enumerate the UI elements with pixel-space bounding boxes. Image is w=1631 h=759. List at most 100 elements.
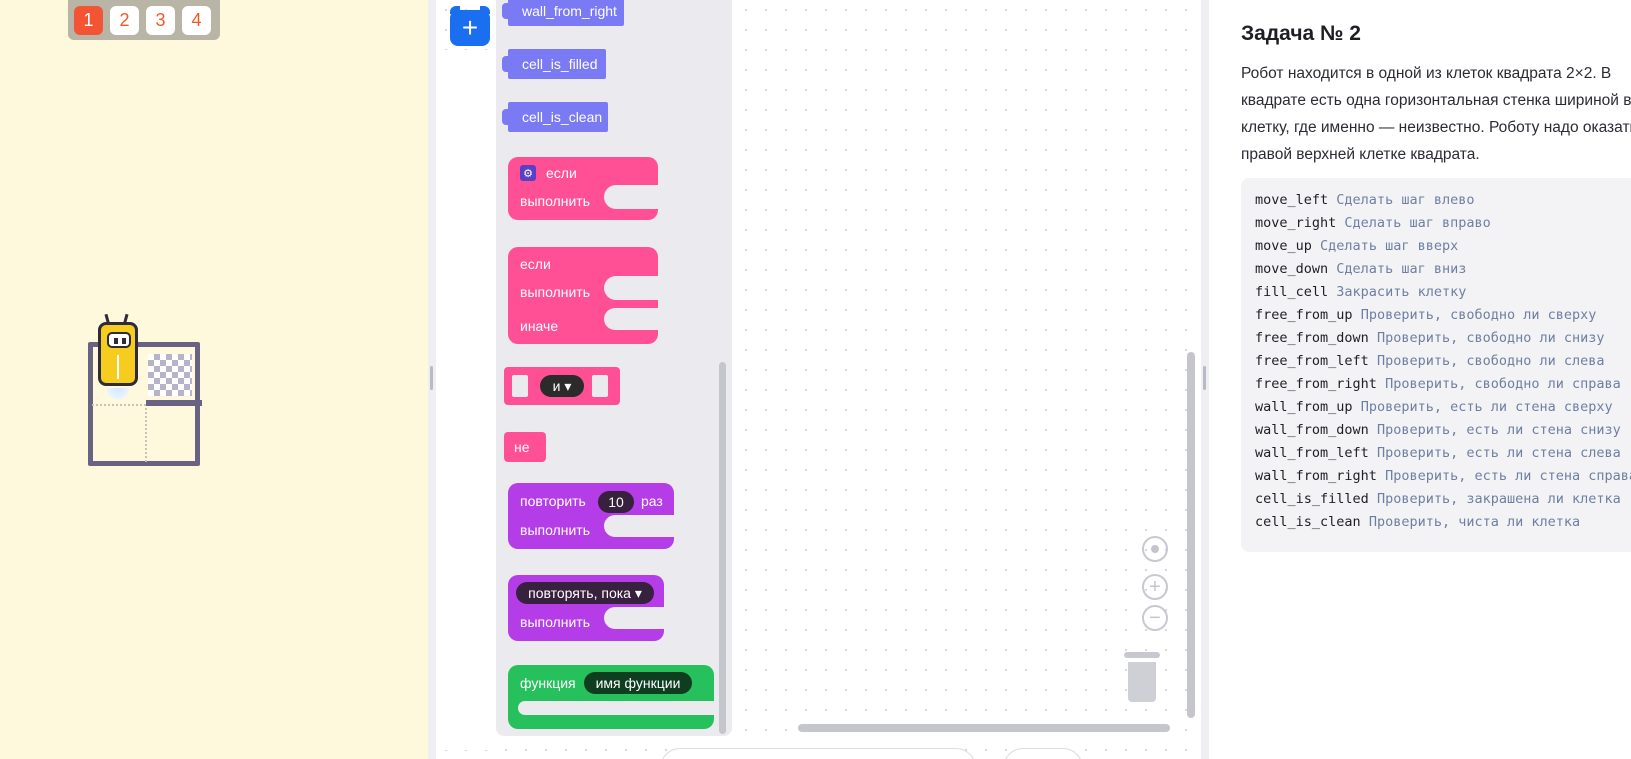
trash-icon[interactable] — [1124, 652, 1160, 702]
command-row: cell_is_clean Проверить, чиста ли клетка — [1255, 514, 1631, 537]
command-row: move_left Сделать шаг влево — [1255, 192, 1631, 215]
input-slot-left — [512, 375, 528, 397]
flyout-scrollbar[interactable] — [719, 362, 726, 734]
command-row: move_right Сделать шаг вправо — [1255, 215, 1631, 238]
command-hint: Проверить, свободно ли сверху — [1360, 307, 1597, 323]
function-name-input[interactable]: имя функции — [584, 672, 692, 694]
category-strip — [436, 50, 496, 750]
statement-slot — [604, 276, 660, 300]
statement-slot — [604, 185, 660, 209]
block-if-else[interactable]: если выполнить иначе — [508, 247, 660, 344]
statement-slot — [604, 515, 674, 537]
zoom-out-icon[interactable]: − — [1142, 605, 1168, 631]
while-label: повторять, пока ▾ — [528, 584, 642, 601]
command-row: fill_cell Закрасить клетку — [1255, 284, 1631, 307]
command-row: move_down Сделать шаг вниз — [1255, 261, 1631, 284]
bottom-toolbar-left[interactable] — [660, 748, 976, 759]
repeat-label: повторить — [520, 493, 586, 509]
command-name: move_down — [1255, 261, 1329, 277]
level-tab-1[interactable]: 1 — [74, 6, 103, 35]
command-hint: Проверить, свободно ли справа — [1385, 376, 1621, 392]
command-name: free_from_right — [1255, 376, 1377, 392]
command-hint: Проверить, есть ли стена сверху — [1360, 399, 1613, 415]
command-name: move_up — [1255, 238, 1312, 254]
command-row: free_from_down Проверить, свободно ли сн… — [1255, 330, 1631, 353]
left-splitter[interactable] — [428, 0, 436, 759]
splitter-grip-icon[interactable] — [430, 366, 433, 390]
command-name: cell_is_clean — [1255, 514, 1361, 530]
workspace-vertical-scrollbar[interactable] — [1187, 352, 1195, 718]
robot-icon — [94, 313, 140, 402]
block-flyout[interactable]: wall_from_right cell_is_filled cell_is_c… — [496, 0, 732, 736]
zoom-in-icon[interactable]: + — [1142, 574, 1168, 600]
block-not[interactable]: не — [504, 432, 546, 462]
do-label: выполнить — [520, 193, 590, 209]
command-row: wall_from_up Проверить, есть ли стена св… — [1255, 399, 1631, 422]
command-hint: Сделать шаг вправо — [1344, 215, 1491, 231]
level-tab-4[interactable]: 4 — [182, 6, 211, 35]
command-row: move_up Сделать шаг вверх — [1255, 238, 1631, 261]
command-hint: Сделать шаг вверх — [1320, 238, 1459, 254]
level-tab-2[interactable]: 2 — [110, 6, 139, 35]
block-label: cell_is_clean — [522, 109, 603, 125]
command-hint: Проверить, свободно ли слева — [1376, 353, 1605, 369]
block-label: wall_from_right — [522, 3, 617, 19]
blockly-workspace[interactable]: + wall_from_right cell_is_filled cell_is… — [436, 0, 1201, 759]
block-function[interactable]: функция имя функции — [508, 665, 714, 729]
command-name: move_right — [1255, 215, 1337, 231]
robot-field-panel: 1 2 3 4 — [0, 0, 428, 759]
command-name: wall_from_up — [1255, 399, 1353, 415]
block-while[interactable]: повторять, пока ▾ выполнить — [508, 575, 664, 641]
if-label: если — [546, 165, 577, 181]
not-label: не — [514, 439, 530, 455]
right-splitter[interactable] — [1201, 0, 1209, 759]
do-label: выполнить — [520, 614, 590, 630]
block-repeat[interactable]: повторить 10 раз выполнить — [508, 483, 674, 549]
while-mode-dropdown[interactable]: повторять, пока ▾ — [516, 582, 654, 604]
level-tabs: 1 2 3 4 — [68, 0, 220, 40]
gear-icon[interactable]: ⚙ — [520, 165, 536, 181]
do-label: выполнить — [520, 284, 590, 300]
command-hint: Проверить, чиста ли клетка — [1368, 514, 1581, 530]
block-cell-is-clean[interactable]: cell_is_clean — [502, 102, 608, 132]
command-row: wall_from_down Проверить, есть ли стена … — [1255, 422, 1631, 445]
command-name: free_from_left — [1255, 353, 1369, 369]
block-if[interactable]: ⚙ если выполнить — [508, 157, 660, 220]
trash-can — [1128, 662, 1156, 702]
robot-eye-left — [114, 338, 118, 344]
command-row: free_from_up Проверить, свободно ли свер… — [1255, 307, 1631, 330]
command-row: free_from_right Проверить, свободно ли с… — [1255, 376, 1631, 399]
repeat-count-input[interactable]: 10 — [598, 491, 634, 513]
repeat-count: 10 — [608, 494, 624, 510]
and-operator-dropdown[interactable]: и ▾ — [540, 375, 584, 397]
robot-belly — [117, 355, 119, 379]
command-name: wall_from_down — [1255, 422, 1369, 438]
input-slot-right — [592, 375, 608, 397]
robot-body — [98, 322, 138, 386]
add-category-button[interactable]: + — [450, 6, 490, 46]
command-row: wall_from_right Проверить, есть ли стена… — [1255, 468, 1631, 491]
operator-label: и ▾ — [552, 377, 572, 394]
command-hint: Проверить, закрашена ли клетка — [1376, 491, 1621, 507]
if-label: если — [520, 256, 551, 272]
workspace-horizontal-scrollbar[interactable] — [798, 724, 1170, 732]
command-reference: move_left Сделать шаг влево move_right С… — [1241, 178, 1631, 552]
statement-slot-else — [604, 308, 660, 330]
block-and[interactable]: и ▾ — [504, 367, 620, 405]
task-description: Робот находится в одной из клеток квадра… — [1241, 65, 1631, 163]
bottom-toolbar-right[interactable] — [1003, 748, 1083, 759]
command-row: wall_from_left Проверить, есть ли стена … — [1255, 445, 1631, 468]
block-wall-from-right[interactable]: wall_from_right — [502, 0, 624, 26]
command-hint: Закрасить клетку — [1336, 284, 1467, 300]
block-label: cell_is_filled — [522, 56, 598, 72]
splitter-grip-icon[interactable] — [1203, 366, 1206, 390]
function-label: функция — [520, 675, 576, 691]
repeat-suffix: раз — [641, 493, 663, 509]
target-cell — [148, 354, 192, 396]
command-row: free_from_left Проверить, свободно ли сл… — [1255, 353, 1631, 376]
level-tab-3[interactable]: 3 — [146, 6, 175, 35]
command-hint: Сделать шаг вниз — [1336, 261, 1467, 277]
command-name: free_from_down — [1255, 330, 1369, 346]
center-icon[interactable] — [1142, 536, 1168, 562]
block-cell-is-filled[interactable]: cell_is_filled — [502, 49, 606, 79]
